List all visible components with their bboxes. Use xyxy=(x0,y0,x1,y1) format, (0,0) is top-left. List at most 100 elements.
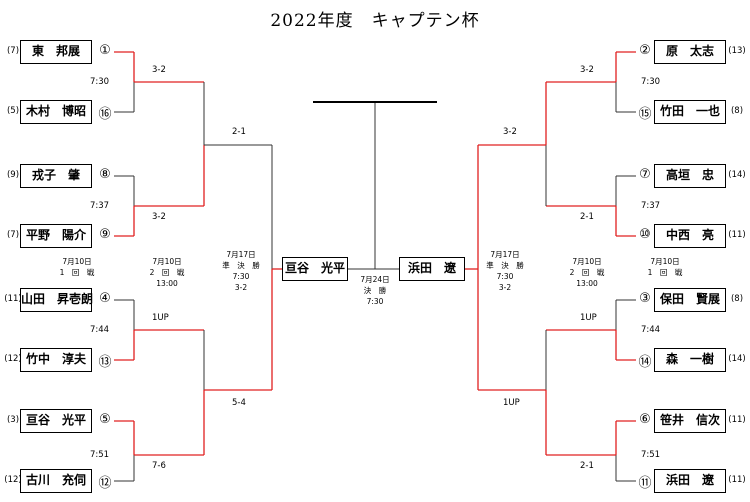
semi-score: 3-2 xyxy=(234,283,248,292)
handicap: (11) xyxy=(4,294,22,304)
round2-time: 13:00 xyxy=(576,279,598,288)
seed-number: ⑭ xyxy=(638,355,652,370)
match-time: 7:37 xyxy=(90,201,110,211)
round1-info-left: 7月10日 1 回 戦 xyxy=(42,256,112,278)
player-box: 戎子 肇 xyxy=(20,164,92,188)
match-score: 7-6 xyxy=(152,461,166,471)
finalist-left: 亘谷 光平 xyxy=(282,257,348,281)
round2-date: 7月10日 xyxy=(152,257,182,266)
handicap: (12) xyxy=(4,475,22,485)
semi-name: 準 決 勝 xyxy=(222,261,260,270)
player-box: 高垣 忠 xyxy=(654,164,726,188)
seed-number: ① xyxy=(99,43,111,58)
handicap: (14) xyxy=(728,354,746,364)
handicap: (8) xyxy=(730,294,744,304)
player-box: 東 邦展 xyxy=(20,40,92,64)
match-score: 2-1 xyxy=(232,127,246,137)
round2-name: 2 回 戦 xyxy=(569,268,605,277)
player-box: 中西 亮 xyxy=(654,224,726,248)
player-box: 浜田 遼 xyxy=(654,469,726,493)
round2-time: 13:00 xyxy=(156,279,178,288)
semi-date: 7月17日 xyxy=(490,250,520,259)
player-box: 亘谷 光平 xyxy=(20,409,92,433)
seed-number: ⑥ xyxy=(639,412,651,427)
match-score: 5-4 xyxy=(232,398,246,408)
match-time: 7:30 xyxy=(641,77,661,87)
seed-number: ⑬ xyxy=(98,355,112,370)
seed-number: ⑤ xyxy=(99,412,111,427)
seed-number: ⑦ xyxy=(639,167,651,182)
seed-number: ⑨ xyxy=(99,227,111,242)
semi-score: 3-2 xyxy=(498,283,512,292)
handicap: (11) xyxy=(728,475,746,485)
semi-date: 7月17日 xyxy=(226,250,256,259)
seed-number: ⑪ xyxy=(638,476,652,491)
handicap: (12) xyxy=(4,354,22,364)
match-score: 1UP xyxy=(580,313,597,323)
match-time: 7:44 xyxy=(641,325,661,335)
match-score: 2-1 xyxy=(580,461,594,471)
finalist-right: 浜田 遼 xyxy=(399,257,465,281)
match-time: 7:37 xyxy=(641,201,661,211)
handicap: (14) xyxy=(728,170,746,180)
handicap: (9) xyxy=(6,170,20,180)
semi-time: 7:30 xyxy=(232,272,250,281)
seed-number: ⑩ xyxy=(639,227,651,242)
seed-number: ⑫ xyxy=(98,476,112,491)
round2-info-right: 7月10日 2 回 戦 13:00 xyxy=(552,256,622,289)
handicap: (13) xyxy=(728,46,746,56)
match-score: 3-2 xyxy=(503,127,517,137)
match-score: 1UP xyxy=(152,313,169,323)
match-time: 7:51 xyxy=(90,450,110,460)
player-box: 笹井 信次 xyxy=(654,409,726,433)
match-time: 7:30 xyxy=(90,77,110,87)
player-box: 保田 賢展 xyxy=(654,288,726,312)
seed-number: ④ xyxy=(99,291,111,306)
semi-name: 準 決 勝 xyxy=(486,261,524,270)
round1-info-right: 7月10日 1 回 戦 xyxy=(630,256,700,278)
player-box: 平野 陽介 xyxy=(20,224,92,248)
final-time: 7:30 xyxy=(366,297,384,306)
handicap: (3) xyxy=(6,415,20,425)
player-box: 原 太志 xyxy=(654,40,726,64)
round1-name: 1 回 戦 xyxy=(647,268,683,277)
match-score: 3-2 xyxy=(152,65,166,75)
handicap: (5) xyxy=(6,106,20,116)
round2-date: 7月10日 xyxy=(572,257,602,266)
handicap: (11) xyxy=(728,415,746,425)
final-name: 決 勝 xyxy=(363,286,387,295)
semi-info-right: 7月17日 準 決 勝 7:30 3-2 xyxy=(470,249,540,293)
round1-date: 7月10日 xyxy=(62,257,92,266)
final-date: 7月24日 xyxy=(360,275,390,284)
round1-name: 1 回 戦 xyxy=(59,268,95,277)
match-time: 7:51 xyxy=(641,450,661,460)
match-time: 7:44 xyxy=(90,325,110,335)
seed-number: ⑧ xyxy=(99,167,111,182)
match-score: 3-2 xyxy=(152,212,166,222)
player-box: 竹中 淳夫 xyxy=(20,348,92,372)
final-info: 7月24日 決 勝 7:30 xyxy=(340,274,410,307)
semi-info-left: 7月17日 準 決 勝 7:30 3-2 xyxy=(206,249,276,293)
player-box: 古川 充伺 xyxy=(20,469,92,493)
handicap: (8) xyxy=(730,106,744,116)
seed-number: ② xyxy=(639,43,651,58)
seed-number: ③ xyxy=(639,291,651,306)
player-box: 竹田 一也 xyxy=(654,100,726,124)
page-title: 2022年度 キャプテン杯 xyxy=(270,11,480,31)
semi-time: 7:30 xyxy=(496,272,514,281)
match-score: 3-2 xyxy=(580,65,594,75)
player-box: 山田 昇壱朗 xyxy=(20,288,93,312)
match-score: 2-1 xyxy=(580,212,594,222)
round2-info-left: 7月10日 2 回 戦 13:00 xyxy=(132,256,202,289)
handicap: (7) xyxy=(6,230,20,240)
seed-number: ⑯ xyxy=(98,107,112,122)
handicap: (7) xyxy=(6,46,20,56)
round2-name: 2 回 戦 xyxy=(149,268,185,277)
seed-number: ⑮ xyxy=(638,107,652,122)
handicap: (11) xyxy=(728,230,746,240)
player-box: 森 一樹 xyxy=(654,348,726,372)
match-score: 1UP xyxy=(503,398,520,408)
round1-date: 7月10日 xyxy=(650,257,680,266)
player-box: 木村 博昭 xyxy=(20,100,92,124)
